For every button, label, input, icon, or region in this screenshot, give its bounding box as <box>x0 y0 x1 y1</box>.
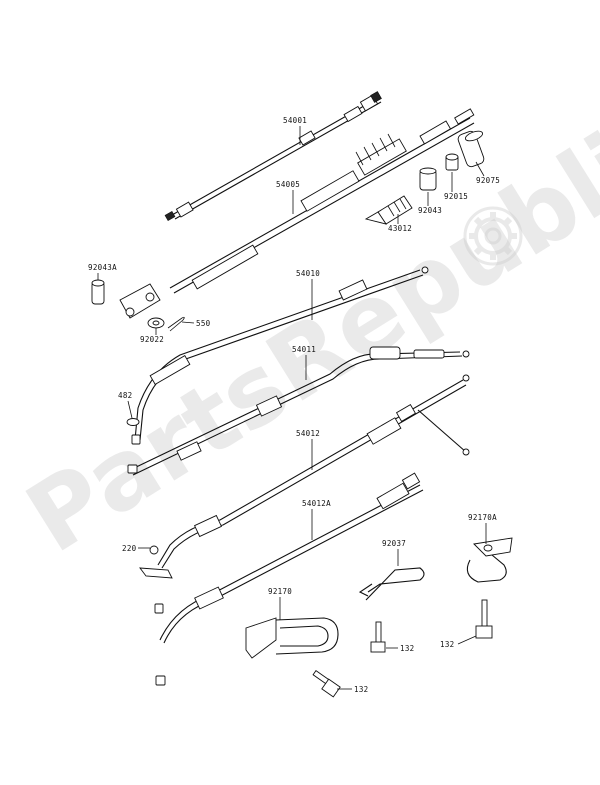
svg-text:54012: 54012 <box>296 429 320 438</box>
svg-text:482: 482 <box>118 391 132 400</box>
svg-text:132: 132 <box>400 644 414 653</box>
clevis <box>119 283 161 319</box>
label-132-left: 132 <box>386 644 414 653</box>
label-550: 550 <box>181 319 211 328</box>
label-92015: 92015 <box>444 172 468 201</box>
svg-text:54012A: 54012A <box>302 499 331 508</box>
cotter-pin-550 <box>167 316 185 332</box>
svg-text:132: 132 <box>354 685 368 694</box>
label-482: 482 <box>118 391 133 419</box>
label-92075: 92075 <box>475 161 500 185</box>
svg-text:92015: 92015 <box>444 192 468 201</box>
cable-54012a <box>154 472 424 686</box>
svg-text:550: 550 <box>196 319 211 328</box>
svg-text:92075: 92075 <box>476 176 500 185</box>
svg-text:92037: 92037 <box>382 539 406 548</box>
adjuster-threads <box>355 133 407 176</box>
label-92037: 92037 <box>382 539 406 566</box>
nut-92015 <box>445 153 459 171</box>
bolt-132-right <box>475 599 493 639</box>
svg-text:220: 220 <box>122 544 137 553</box>
adjuster-43012 <box>364 195 413 225</box>
guide-482 <box>126 418 140 426</box>
clamp-92170 <box>245 617 339 659</box>
svg-text:92170A: 92170A <box>468 513 497 522</box>
label-54005: 54005 <box>276 180 300 214</box>
bracket-220 <box>139 545 173 579</box>
svg-text:43012: 43012 <box>388 224 412 233</box>
label-54010: 54010 <box>296 269 320 320</box>
label-54012: 54012 <box>296 429 320 470</box>
clamp-92170a <box>466 537 513 583</box>
cable-54010 <box>131 266 429 445</box>
svg-text:92170: 92170 <box>268 587 292 596</box>
label-92022: 92022 <box>140 328 164 344</box>
cable-54012 <box>157 374 470 569</box>
label-220: 220 <box>122 544 150 553</box>
gear-icon <box>463 206 523 266</box>
label-54011: 54011 <box>292 345 316 380</box>
cable-54011 <box>127 346 470 476</box>
cable-54005 <box>169 108 475 294</box>
svg-text:54010: 54010 <box>296 269 320 278</box>
svg-text:92022: 92022 <box>140 335 164 344</box>
cable-54001 <box>164 91 382 222</box>
label-92170: 92170 <box>268 587 292 620</box>
label-54001: 54001 <box>283 116 307 145</box>
svg-text:54001: 54001 <box>283 116 307 125</box>
label-132-bottom: 132 <box>337 685 368 694</box>
svg-text:132: 132 <box>440 640 454 649</box>
nut-92043 <box>419 167 437 191</box>
pin-92043a <box>91 279 105 305</box>
boot-92075 <box>457 130 485 168</box>
svg-text:92043A: 92043A <box>88 263 117 272</box>
label-54012a: 54012A <box>302 499 331 540</box>
washer-92022 <box>147 317 165 329</box>
svg-text:54005: 54005 <box>276 180 300 189</box>
label-92043: 92043 <box>418 192 442 215</box>
label-43012: 43012 <box>388 214 412 233</box>
bolt-132-left <box>370 621 386 653</box>
label-92043a: 92043A <box>88 263 117 280</box>
svg-text:54011: 54011 <box>292 345 316 354</box>
label-132-right: 132 <box>440 635 477 649</box>
bolt-132-bottom <box>312 669 341 698</box>
clip-92037 <box>358 567 425 601</box>
svg-text:92043: 92043 <box>418 206 442 215</box>
label-92170a: 92170A <box>468 513 497 544</box>
